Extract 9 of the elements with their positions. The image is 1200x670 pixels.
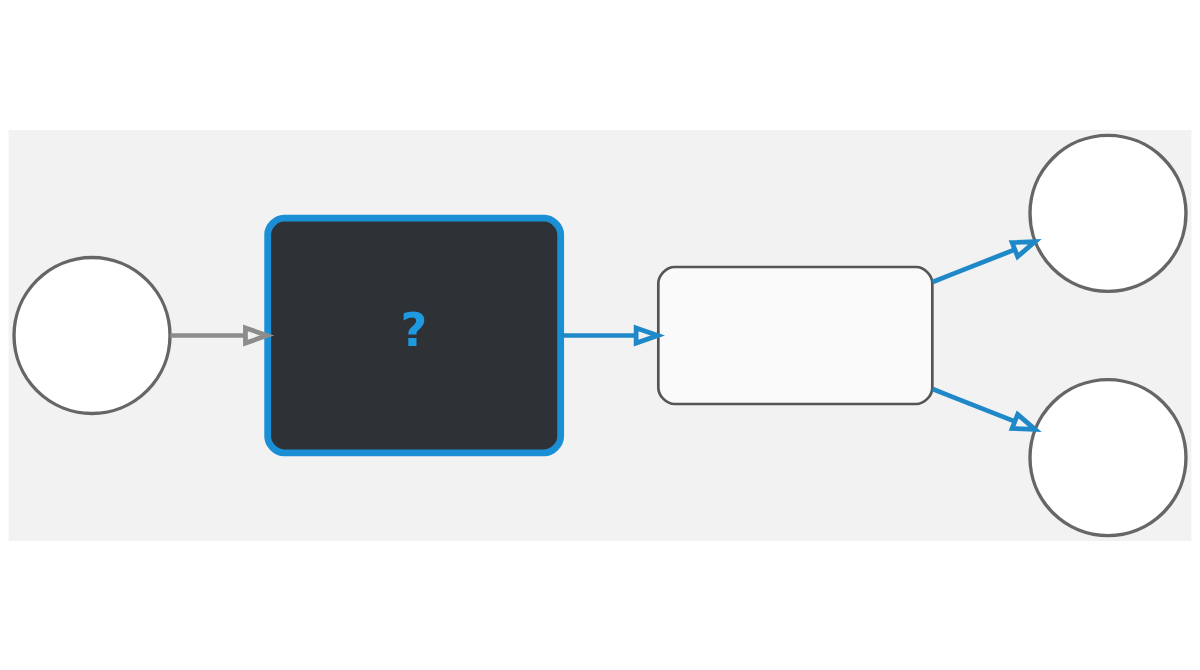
node-box [656, 265, 934, 405]
node-circle [12, 255, 172, 415]
arrow [931, 386, 1042, 432]
arrow [560, 324, 665, 346]
arrow [170, 324, 275, 346]
node-box: ? [264, 214, 565, 456]
node-circle [1028, 377, 1188, 537]
node-circle [1028, 133, 1188, 293]
arrow [931, 238, 1042, 284]
